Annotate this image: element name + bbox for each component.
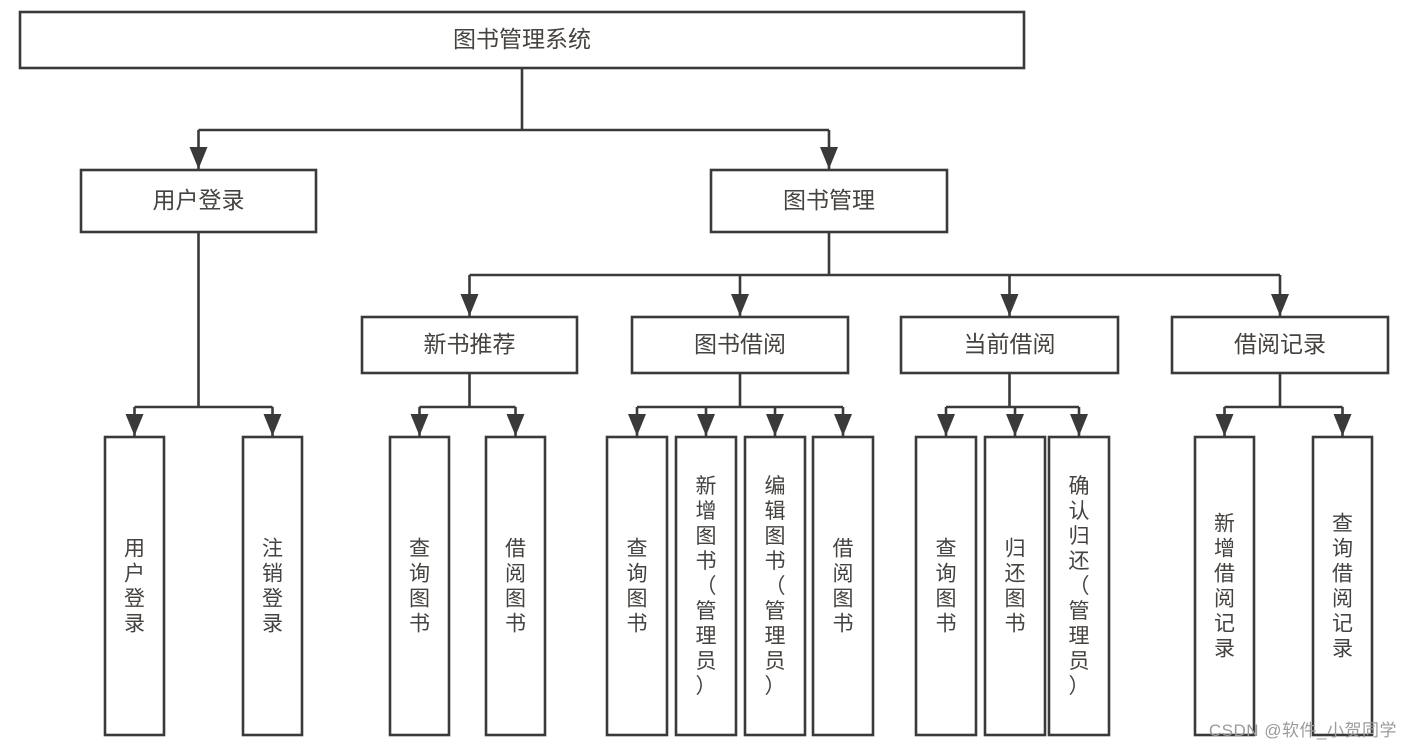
arrow-head-icon (731, 294, 749, 316)
node-leaf-add-book-label: 新增图书（管理员） (696, 475, 717, 698)
edges-layer (125, 68, 1352, 436)
arrow-head-icon (1215, 414, 1234, 436)
node-new-book-recommend-label: 新书推荐 (424, 331, 516, 357)
arrow-head-icon (1271, 294, 1289, 316)
nodes-layer: 图书管理系统用户登录图书管理新书推荐图书借阅当前借阅借阅记录用户登录注销登录查询… (18, 10, 1390, 737)
node-leaf-query-book-2-label: 查询图书 (627, 538, 648, 636)
node-leaf-user-login-box[interactable] (103, 435, 166, 737)
node-leaf-query-book-3[interactable]: 查询图书 (914, 435, 978, 737)
node-leaf-add-record[interactable]: 新增借阅记录 (1193, 435, 1256, 737)
node-leaf-query-book-3-label: 查询图书 (936, 538, 957, 636)
node-book-borrow-box[interactable] (630, 315, 850, 375)
node-leaf-query-book-2-box[interactable] (605, 435, 669, 737)
node-leaf-add-book-box[interactable] (674, 435, 738, 737)
node-new-book-recommend[interactable]: 新书推荐 (360, 315, 579, 375)
node-current-borrow-label: 当前借阅 (964, 331, 1056, 357)
arrow-head-icon (820, 147, 838, 169)
node-leaf-add-record-label: 新增借阅记录 (1214, 513, 1235, 661)
node-borrow-record-label: 借阅记录 (1234, 331, 1326, 357)
node-leaf-logout-label: 注销登录 (262, 538, 283, 636)
node-leaf-query-book-1-label: 查询图书 (409, 538, 430, 636)
node-leaf-logout[interactable]: 注销登录 (241, 435, 304, 737)
arrow-head-icon (263, 414, 282, 436)
arrow-head-icon (834, 414, 852, 436)
arrow-head-icon (1070, 414, 1088, 436)
arrow-head-icon (1000, 294, 1019, 316)
node-borrow-record[interactable]: 借阅记录 (1170, 315, 1390, 375)
arrow-head-icon (125, 414, 144, 436)
arrow-head-icon (410, 414, 429, 436)
watermark-text: CSDN @软件_小贺同学 (1208, 721, 1397, 740)
node-current-borrow[interactable]: 当前借阅 (899, 315, 1120, 375)
node-leaf-logout-box[interactable] (241, 435, 304, 737)
node-leaf-borrow-book-1-box[interactable] (484, 435, 547, 737)
node-current-borrow-box[interactable] (899, 315, 1120, 375)
arrow-head-icon (628, 414, 646, 436)
node-leaf-borrow-book-2[interactable]: 借阅图书 (811, 435, 875, 737)
node-user-login[interactable]: 用户登录 (79, 168, 318, 234)
node-book-manage[interactable]: 图书管理 (709, 168, 949, 234)
node-root-label: 图书管理系统 (453, 26, 591, 52)
node-leaf-confirm-return-box[interactable] (1047, 435, 1111, 737)
node-leaf-borrow-book-1-label: 借阅图书 (505, 538, 526, 636)
node-leaf-confirm-return[interactable]: 确认归还（管理员） (1047, 435, 1111, 737)
arrow-head-icon (1006, 414, 1024, 436)
node-user-login-label: 用户登录 (153, 187, 245, 213)
node-leaf-borrow-book-1[interactable]: 借阅图书 (484, 435, 547, 737)
node-book-borrow[interactable]: 图书借阅 (630, 315, 850, 375)
arrow-head-icon (460, 294, 479, 316)
arrow-head-icon (1333, 414, 1352, 436)
node-leaf-query-record-box[interactable] (1311, 435, 1374, 737)
node-leaf-add-record-box[interactable] (1193, 435, 1256, 737)
node-leaf-query-record-label: 查询借阅记录 (1332, 513, 1353, 661)
arrow-head-icon (766, 414, 784, 436)
node-leaf-query-book-2[interactable]: 查询图书 (605, 435, 669, 737)
node-leaf-return-book-label: 归还图书 (1005, 538, 1026, 636)
node-user-login-box[interactable] (79, 168, 318, 234)
node-root[interactable]: 图书管理系统 (18, 10, 1026, 70)
node-leaf-query-book-1[interactable]: 查询图书 (388, 435, 451, 737)
node-root-box[interactable] (18, 10, 1026, 70)
node-leaf-borrow-book-2-box[interactable] (811, 435, 875, 737)
node-leaf-borrow-book-2-label: 借阅图书 (833, 538, 854, 636)
node-leaf-query-record[interactable]: 查询借阅记录 (1311, 435, 1374, 737)
node-book-manage-box[interactable] (709, 168, 949, 234)
node-new-book-recommend-box[interactable] (360, 315, 579, 375)
arrow-head-icon (189, 147, 208, 169)
node-leaf-add-book[interactable]: 新增图书（管理员） (674, 435, 738, 737)
node-borrow-record-box[interactable] (1170, 315, 1390, 375)
arrow-head-icon (506, 414, 525, 436)
arrow-head-icon (937, 414, 955, 436)
node-leaf-edit-book-box[interactable] (743, 435, 807, 737)
node-leaf-user-login-label: 用户登录 (124, 538, 145, 636)
node-leaf-query-book-1-box[interactable] (388, 435, 451, 737)
node-leaf-query-book-3-box[interactable] (914, 435, 978, 737)
node-leaf-edit-book[interactable]: 编辑图书（管理员） (743, 435, 807, 737)
node-leaf-return-book[interactable]: 归还图书 (983, 435, 1047, 737)
arrow-head-icon (697, 414, 715, 436)
node-book-borrow-label: 图书借阅 (694, 331, 786, 357)
node-leaf-edit-book-label: 编辑图书（管理员） (765, 475, 786, 698)
node-leaf-confirm-return-label: 确认归还（管理员） (1069, 475, 1090, 698)
node-leaf-return-book-box[interactable] (983, 435, 1047, 737)
node-book-manage-label: 图书管理 (783, 187, 875, 213)
node-leaf-user-login[interactable]: 用户登录 (103, 435, 166, 737)
